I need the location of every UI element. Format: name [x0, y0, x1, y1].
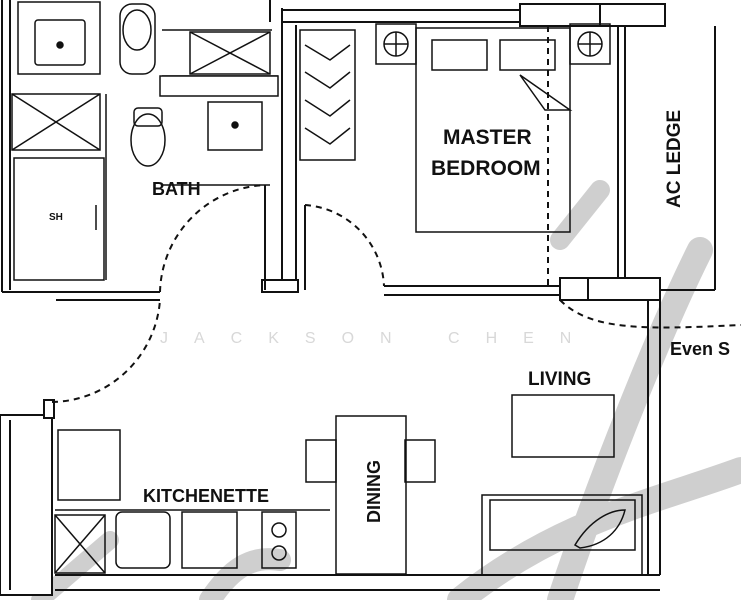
bedroom-furniture [299, 23, 611, 233]
walls [0, 0, 716, 596]
bath-label: BATH [152, 179, 201, 199]
master-bedroom-label-line2: BEDROOM [431, 157, 541, 180]
master-bedroom-label-line1: MASTER [443, 126, 532, 149]
dining-label: DINING [364, 460, 384, 523]
annotation-even-text: Even S [670, 339, 730, 359]
shower-heater-label: SH [49, 212, 63, 223]
ac-ledge-label: AC LEDGE [664, 110, 685, 208]
living-label: LIVING [528, 369, 591, 390]
kitchenette-label: KITCHENETTE [143, 486, 269, 506]
watermark-strokes [31, 180, 741, 600]
door-swings [51, 26, 741, 403]
watermark-text: JACKSON CHEN [160, 330, 597, 347]
bath-fixtures [11, 1, 279, 281]
living-furniture [54, 394, 643, 576]
